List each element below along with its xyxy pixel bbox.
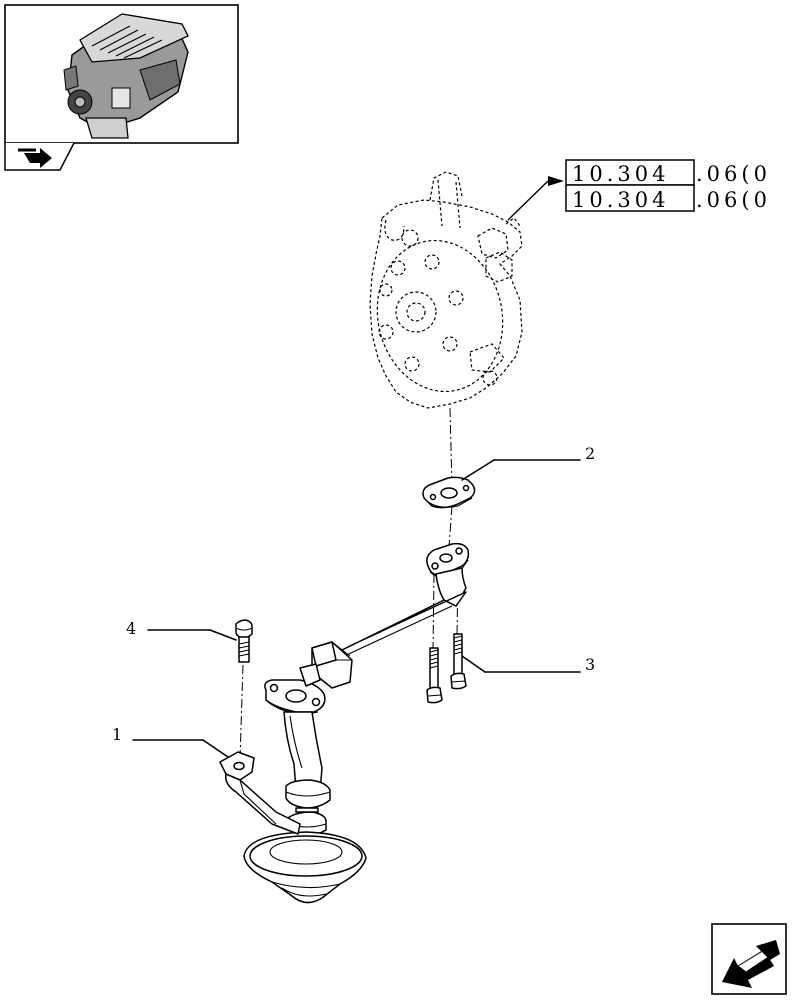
- reference-suffix: .06(0: [696, 188, 771, 212]
- gasket-part-2[interactable]: [422, 476, 476, 509]
- callout-4: 4: [126, 619, 237, 641]
- arrow-back-icon: [722, 940, 780, 988]
- callout-3: 3: [461, 655, 595, 674]
- nav-back-button[interactable]: [711, 923, 787, 995]
- suction-pipe: [243, 542, 470, 904]
- arrow-right-icon[interactable]: [18, 148, 52, 168]
- reference-link-1[interactable]: 10.304 .06(0: [565, 159, 771, 186]
- bolts-part-3[interactable]: [426, 633, 467, 704]
- reference-code: 10.304: [572, 188, 669, 212]
- callout-1: 1: [112, 725, 229, 758]
- centerline-pump-gasket: [449, 407, 453, 489]
- centerline-bolt-4: [239, 664, 244, 761]
- callout-number: 1: [112, 725, 122, 744]
- callout-number: 3: [585, 655, 595, 674]
- reference-arrow: [507, 176, 564, 221]
- reference-suffix: .06(0: [696, 162, 771, 186]
- callout-2: 2: [461, 444, 595, 481]
- callout-number: 2: [585, 444, 595, 463]
- engine-thumbnail-panel[interactable]: [4, 4, 239, 171]
- engine-thumbnail-icon: [63, 13, 189, 139]
- reference-code: 10.304: [572, 162, 669, 186]
- reference-code-box: [565, 184, 695, 212]
- callout-number: 4: [126, 619, 136, 638]
- reference-code-box: [565, 159, 695, 186]
- bolt-part-4[interactable]: [235, 619, 253, 663]
- bracket-part-1[interactable]: [219, 751, 301, 835]
- oil-pump-phantom: [369, 171, 523, 409]
- centerline-bolt-3a: [432, 573, 435, 651]
- reference-link-2[interactable]: 10.304 .06(0: [565, 184, 771, 212]
